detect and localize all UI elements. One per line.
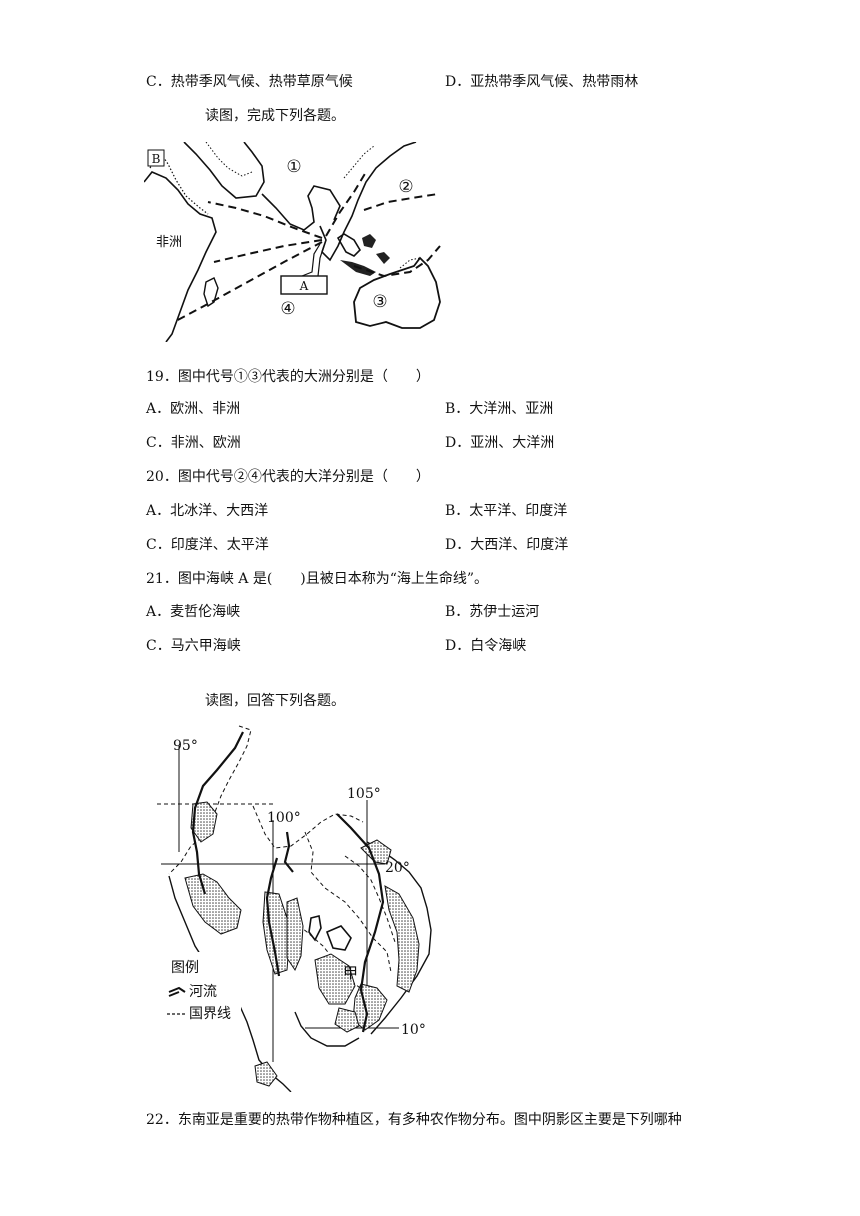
legend-border-label: 国界线 (189, 1006, 231, 1022)
river-mekong (336, 813, 385, 1033)
strait-a-box (280, 275, 328, 295)
label-b: B (152, 152, 161, 166)
map2-intro: 读图，回答下列各题。 (205, 693, 345, 709)
q19-option-d: D．亚洲、大洋洲 (445, 435, 555, 451)
border-north (168, 725, 252, 875)
map-shipping-routes: A B 非洲 ① ② ③ ④ (144, 142, 441, 342)
label-continent-1: ① (286, 157, 301, 177)
q20-option-c: C．印度洋、太平洋 (146, 537, 269, 553)
route-to-australia (353, 245, 441, 278)
label-lon105: 105° (347, 786, 381, 802)
africa-coastline (144, 171, 217, 342)
q21-option-a: A．麦哲伦海峡 (146, 604, 241, 620)
river-chao-phraya (265, 857, 281, 977)
q20-option-a: A．北冰洋、大西洋 (146, 503, 269, 519)
madagascar (203, 277, 219, 308)
q21-option-c: C．马六甲海峡 (146, 638, 241, 654)
route-to-africa (213, 239, 323, 263)
map-indochina: 95° 100° 105° 20° 10° 甲 图例 河流 国界线 (157, 725, 432, 1092)
india-coastline (261, 185, 341, 231)
q22-stem: 22．东南亚是重要的热带作物种植区，有多种农作物分布。图中阴影区主要是下列哪种 (146, 1112, 682, 1128)
label-lon100: 100° (267, 810, 301, 826)
label-ocean-4: ④ (280, 299, 295, 319)
label-continent-3: ③ (372, 292, 387, 312)
shaded-region (190, 801, 218, 843)
q18-option-d: D．亚热带季风气候、热带雨林 (445, 74, 639, 90)
q19-option-a: A．欧洲、非洲 (146, 401, 241, 417)
q20-option-b: B．太平洋、印度洋 (445, 503, 568, 519)
q21-option-b: B．苏伊士运河 (445, 604, 540, 620)
label-region-jia: 甲 (343, 964, 358, 982)
strait-a-label: A (299, 279, 309, 293)
q19-stem: 19．图中代号①③代表的大洲分别是（ ） (146, 369, 430, 385)
q20-option-d: D．大西洋、印度洋 (445, 537, 569, 553)
q20-stem: 20．图中代号②④代表的大洋分别是（ ） (146, 469, 430, 485)
q19-option-b: B．大洋洲、亚洲 (445, 401, 554, 417)
route-to-europe (207, 201, 323, 239)
river-irrawaddy (191, 731, 244, 895)
legend-river-symbol (168, 986, 186, 997)
label-lon95: 95° (173, 738, 198, 754)
q18-option-c: C．热带季风气候、热带草原气候 (146, 74, 353, 90)
q21-option-d: D．白令海峡 (445, 638, 527, 654)
label-ocean-2: ② (398, 177, 413, 197)
legend-title: 图例 (171, 960, 199, 976)
legend-river-label: 河流 (189, 984, 217, 1000)
label-lat20: 20° (385, 860, 410, 876)
arabia-coastline (183, 142, 265, 199)
label-africa: 非洲 (156, 235, 182, 250)
q21-stem: 21．图中海峡 A 是( )且被日本称为“海上生命线”。 (146, 571, 489, 587)
label-lat10: 10° (401, 1022, 426, 1038)
route-to-east-asia (325, 171, 367, 237)
route-to-cape (173, 241, 323, 323)
map1-intro: 读图，完成下列各题。 (205, 108, 345, 124)
q19-option-c: C．非洲、欧洲 (146, 435, 241, 451)
